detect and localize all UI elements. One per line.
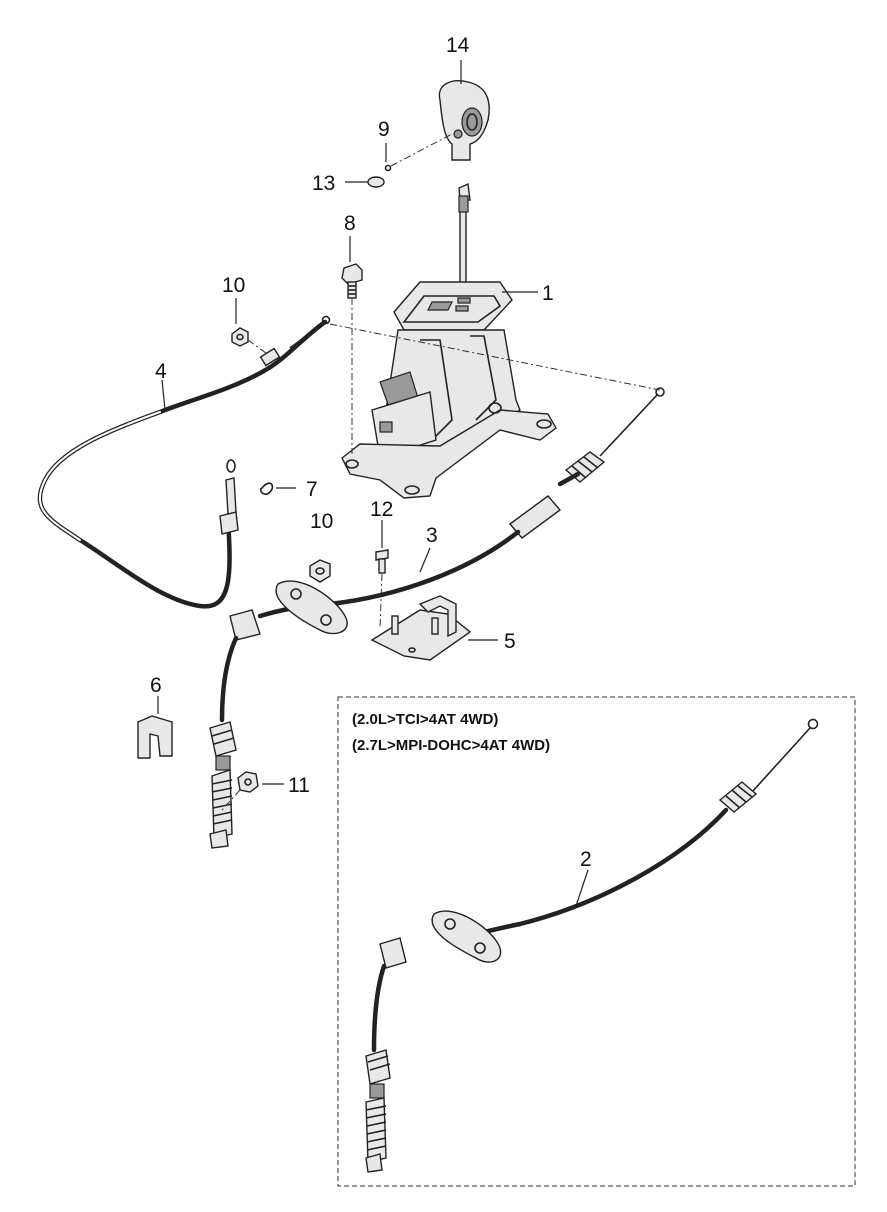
callout-14: 14: [446, 34, 470, 57]
retainer-clip: [137, 696, 173, 759]
knob-clip: [345, 176, 385, 188]
variant-box: [337, 696, 856, 1187]
screw: [375, 520, 389, 629]
shift-knob: [438, 60, 490, 161]
shift-cable: [209, 387, 665, 849]
callout-6: 6: [150, 674, 162, 697]
shift-lever-assembly: [341, 182, 557, 499]
callout-13: 13: [312, 172, 335, 195]
spring-clip: [259, 482, 296, 495]
callout-10-lower: 10: [310, 510, 333, 533]
callout-3: 3: [426, 524, 438, 547]
callout-9: 9: [378, 118, 390, 141]
callout-1: 1: [542, 282, 554, 305]
callout-12: 12: [370, 498, 393, 521]
callout-7: 7: [306, 478, 318, 501]
callout-10-upper: 10: [222, 274, 245, 297]
variant-note-line-1: (2.0L>TCI>4AT 4WD): [352, 711, 498, 728]
cable-nut: [221, 771, 284, 811]
selector-cable: [37, 315, 331, 609]
nut-upper: [231, 298, 271, 357]
callout-11: 11: [288, 774, 310, 797]
cable-bracket: [370, 595, 498, 661]
nut-lower: [309, 559, 331, 583]
callout-4: 4: [155, 360, 167, 383]
variant-note-line-2: (2.7L>MPI-DOHC>4AT 4WD): [352, 737, 550, 754]
knob-pin: [384, 133, 453, 172]
shift-cable-variant: [365, 718, 819, 1173]
callout-2: 2: [580, 848, 592, 871]
callout-8: 8: [344, 212, 356, 235]
callout-5: 5: [504, 630, 516, 653]
bolt: [341, 236, 363, 454]
